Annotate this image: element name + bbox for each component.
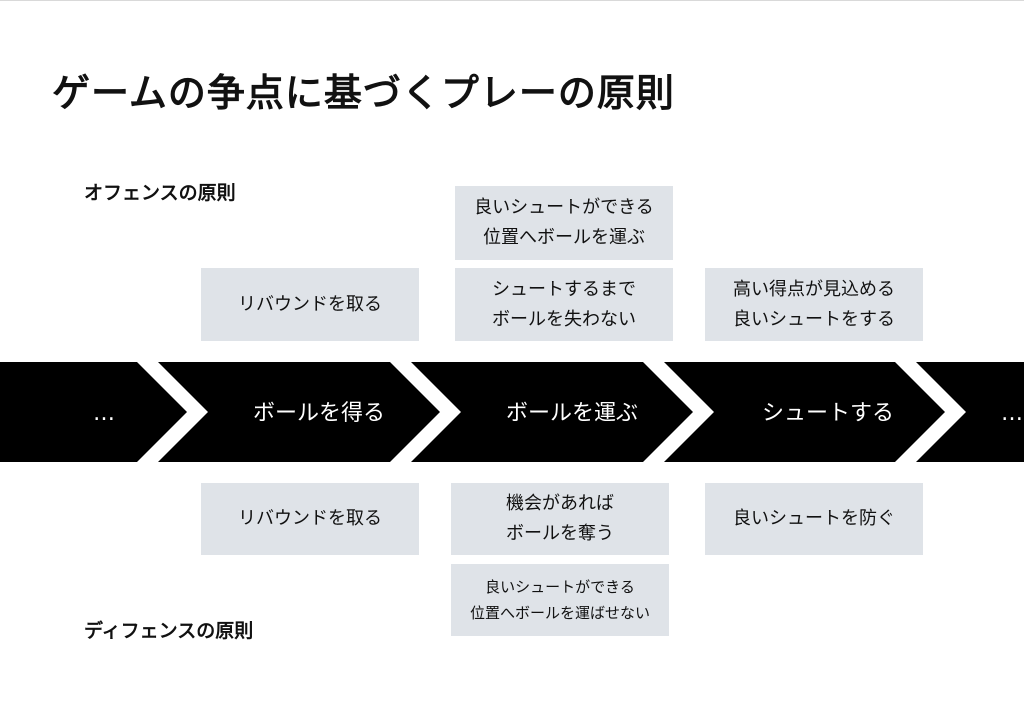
defense-extra-box: 良いシュートができる 位置へボールを運ばせない <box>451 564 669 636</box>
flow-step-get-ball: ボールを得る <box>253 401 385 426</box>
defense-box-rebound: リバウンドを取る <box>201 483 419 555</box>
flow-chevron-get-ball <box>158 362 440 462</box>
flow-step-shoot: シュートする <box>762 401 894 426</box>
flow-chevron-carry-ball <box>411 362 693 462</box>
defense-box-steal: 機会があれば ボールを奪う <box>451 483 669 555</box>
offense-box-rebound-text: リバウンドを取る <box>238 293 382 315</box>
flow-chevron-shoot <box>664 362 945 462</box>
offense-box-rebound: リバウンドを取る <box>201 268 419 341</box>
flow-chevron-start <box>0 362 187 462</box>
defense-box-prevent-shot: 良いシュートを防ぐ <box>705 483 923 555</box>
offense-box-good-shot-text: 高い得点が見込める 良いシュートをする <box>733 278 895 330</box>
flow-end-ellipsis: … <box>1001 401 1023 426</box>
offense-label: オフェンスの原則 <box>84 182 236 204</box>
top-divider <box>0 0 1024 1</box>
flow-start-ellipsis: … <box>93 401 115 426</box>
offense-extra-box: 良いシュートができる 位置へボールを運ぶ <box>455 186 673 260</box>
defense-label: ディフェンスの原則 <box>84 620 254 642</box>
defense-box-steal-text: 機会があれば ボールを奪う <box>506 493 614 544</box>
offense-box-keep-ball: シュートするまで ボールを失わない <box>455 268 673 341</box>
offense-box-keep-ball-text: シュートするまで ボールを失わない <box>492 278 636 330</box>
defense-box-prevent-shot-text: 良いシュートを防ぐ <box>733 508 895 529</box>
flow-step-carry-ball: ボールを運ぶ <box>506 401 638 426</box>
flow-chevron-end <box>916 362 1024 462</box>
offense-extra-text: 良いシュートができる 位置へボールを運ぶ <box>474 197 654 248</box>
defense-box-rebound-text: リバウンドを取る <box>238 508 382 529</box>
page-title: ゲームの争点に基づくプレーの原則 <box>52 71 675 115</box>
offense-box-good-shot: 高い得点が見込める 良いシュートをする <box>705 268 923 341</box>
defense-extra-text: 良いシュートができる 位置へボールを運ばせない <box>469 578 650 622</box>
